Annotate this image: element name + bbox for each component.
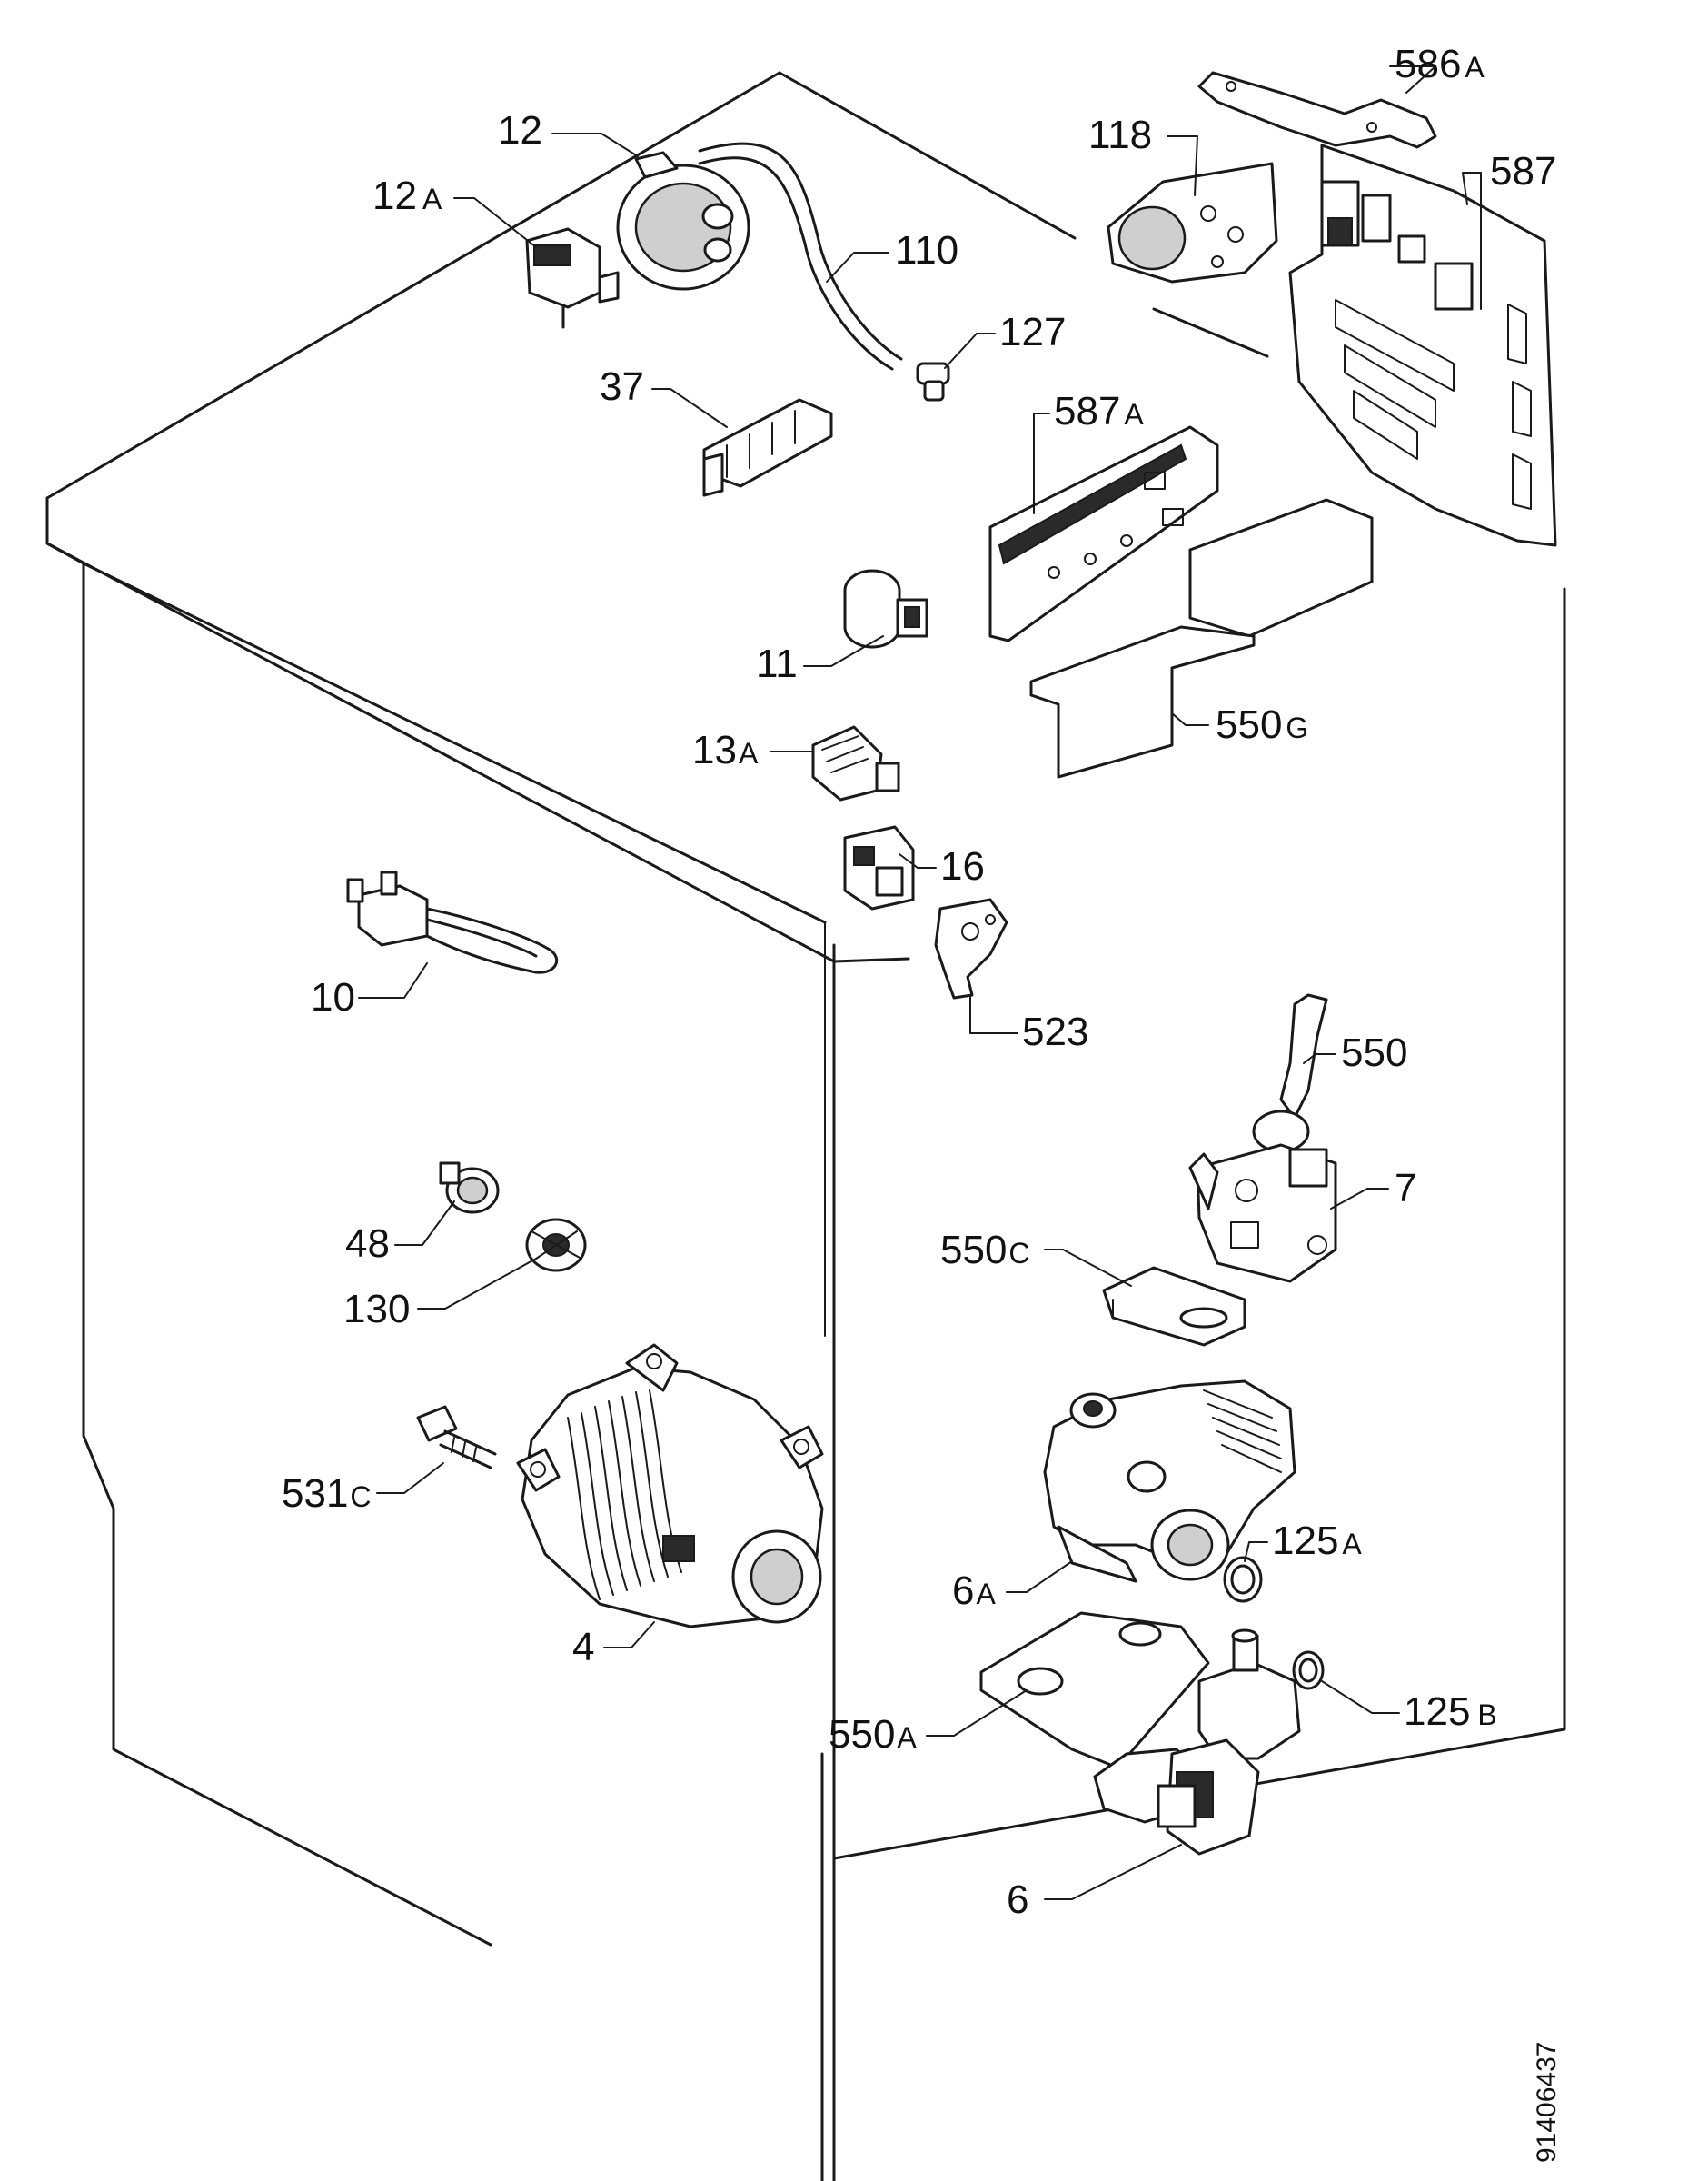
part-4-motor xyxy=(516,1343,824,1628)
label-127: 127 xyxy=(999,310,1066,354)
part-586a-bracket xyxy=(1197,71,1437,149)
label-6a: 6A xyxy=(952,1569,996,1613)
label-531c: 531C xyxy=(282,1471,372,1516)
part-13a-connector xyxy=(811,725,900,802)
label-523: 523 xyxy=(1022,1010,1088,1054)
label-550c: 550C xyxy=(940,1228,1030,1272)
part-37-connector-block xyxy=(702,398,833,497)
part-125b-gasket xyxy=(1292,1650,1325,1690)
label-587: 587 xyxy=(1490,149,1556,194)
label-4: 4 xyxy=(572,1625,594,1669)
leader-lines xyxy=(358,65,1482,1900)
part-125a-gasket xyxy=(1223,1556,1263,1603)
label-7: 7 xyxy=(1395,1166,1416,1210)
part-531c-screw xyxy=(416,1405,497,1469)
part-12-pressure-switch xyxy=(616,151,750,291)
label-13a: 13A xyxy=(692,728,759,772)
part-127-nozzle xyxy=(916,362,950,402)
label-37: 37 xyxy=(600,364,644,409)
drawing-code: 91406437 xyxy=(1532,2042,1562,2163)
part-550c-cover xyxy=(1102,1266,1246,1347)
part-48-thermostat xyxy=(439,1161,500,1214)
part-7-door-lock xyxy=(1188,1143,1337,1283)
label-10: 10 xyxy=(311,975,355,1020)
part-110-hose xyxy=(698,142,903,371)
part-550g-cover xyxy=(1029,498,1374,779)
label-130: 130 xyxy=(343,1287,410,1331)
part-6a-pump-housing xyxy=(1043,1379,1296,1583)
label-550: 550 xyxy=(1341,1031,1407,1075)
label-110: 110 xyxy=(895,228,958,273)
part-6-drain-pump xyxy=(1093,1628,1301,1856)
part-12a-level-sensor xyxy=(525,227,620,329)
part-16-suppressor xyxy=(843,825,915,911)
part-587-control-panel xyxy=(1288,144,1557,547)
label-6: 6 xyxy=(1007,1877,1028,1922)
label-48: 48 xyxy=(345,1221,390,1266)
label-12: 12 xyxy=(498,108,542,153)
part-550-lever xyxy=(1252,993,1328,1153)
cabinet-outline xyxy=(45,71,1566,2181)
part-550a-cover xyxy=(979,1611,1210,1769)
label-550a: 550A xyxy=(829,1712,917,1757)
label-118: 118 xyxy=(1088,113,1152,157)
part-523-plate xyxy=(934,898,1008,1000)
label-16: 16 xyxy=(940,844,985,889)
part-130-sensor xyxy=(525,1218,587,1272)
part-10-heating-element xyxy=(346,871,559,974)
part-11-capacitor xyxy=(843,569,928,649)
part-118-programmer xyxy=(1107,162,1278,284)
part-587a-display-board xyxy=(988,425,1219,642)
label-11: 11 xyxy=(756,642,798,686)
